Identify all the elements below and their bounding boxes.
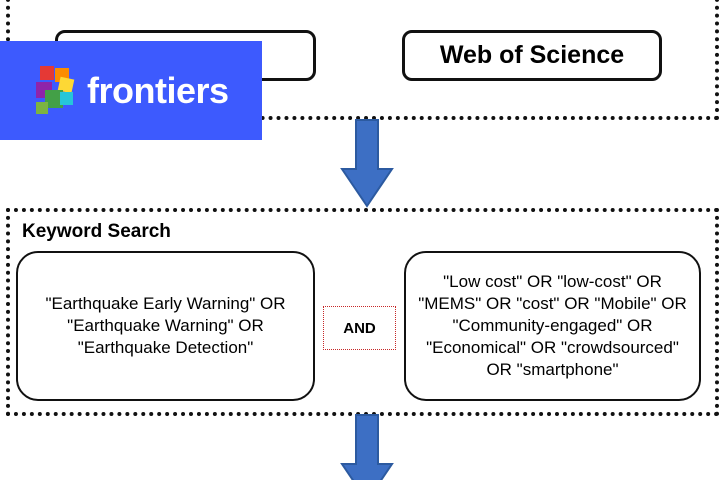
and-operator-label: AND: [343, 319, 376, 337]
and-operator-box: AND: [323, 306, 396, 350]
frontiers-cube-icon: [36, 65, 75, 114]
low-cost-terms-box: "Low cost" OR "low-cost" OR "MEMS" OR "c…: [404, 251, 701, 401]
earthquake-terms-text: "Earthquake Early Warning" OR "Earthquak…: [45, 294, 286, 357]
low-cost-terms-text: "Low cost" OR "low-cost" OR "MEMS" OR "c…: [418, 272, 687, 379]
down-arrow-icon: [340, 119, 394, 208]
frontiers-logo: frontiers: [0, 41, 262, 140]
frontiers-wordmark: frontiers: [87, 69, 229, 111]
down-arrow-icon: [340, 414, 394, 480]
keyword-search-title: Keyword Search: [22, 221, 171, 242]
database-label-right: Web of Science: [439, 41, 625, 69]
earthquake-terms-box: "Earthquake Early Warning" OR "Earthquak…: [16, 251, 315, 401]
database-box-web-of-science: Web of Science: [402, 30, 662, 81]
